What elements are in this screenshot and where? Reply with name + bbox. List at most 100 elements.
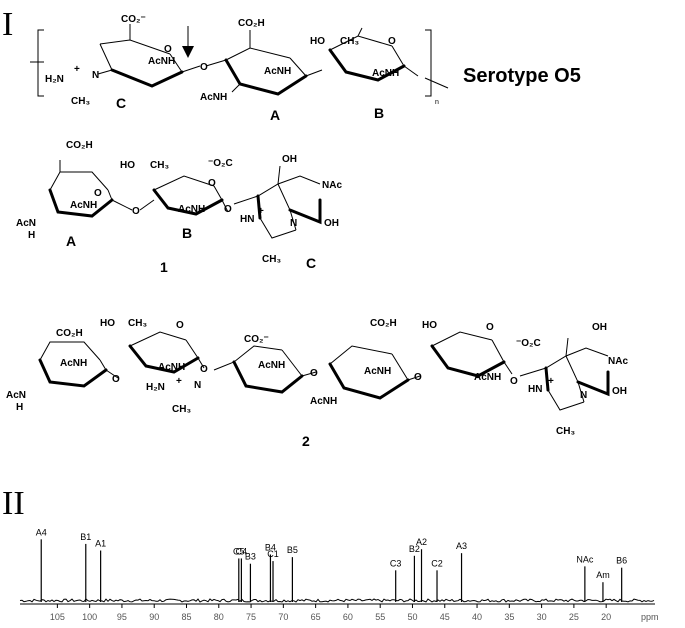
tick-label-75: 75 [246,612,256,622]
residue-a-label-top: A [270,107,280,123]
c2-c2-plus: + [548,376,554,387]
a-acnh-top: AcNH [264,66,291,77]
c2-b-acnh: AcNH [158,362,185,373]
c1-residue-a-label: A [66,233,76,249]
residue-c-label-top: C [116,95,126,111]
c1-a-ring-o: O [94,188,102,199]
c2-c2-oh-ring: OH [612,386,627,397]
c1-b-ring-o: O [208,178,216,189]
c2-o-ca: O [310,368,318,379]
c2-c-n: N [194,380,201,391]
tick-label-55: 55 [375,612,385,622]
c-carboxylate-top: CO₂⁻ [121,14,146,25]
c-amidine-plus-top: + [74,64,80,75]
c1-a-h: H [28,230,35,241]
compound-2-label: 2 [302,433,310,449]
peak-label-b4: B4 [265,542,276,552]
c1-b-acnh: AcNH [178,204,205,215]
residue-b-ring-top [305,27,419,82]
c2-a2-acnh-lower: AcNH [310,396,337,407]
c2-c2-oh: OH [592,322,607,333]
tick-label-85: 85 [181,612,191,622]
peak-label-c5: C5 [233,546,245,556]
peak-label-c2: C2 [431,558,443,568]
c-amidine-h2n-top: H₂N [45,74,64,85]
c2-a-co2h: CO₂H [56,328,83,339]
tick-label-45: 45 [440,612,450,622]
c1-c-n: N [290,218,297,229]
c2-c2-n: N [580,390,587,401]
residue-a-ring-top [205,30,308,96]
c2-o-ab2: O [414,372,422,383]
c2-a-h: H [16,402,23,413]
tick-label-70: 70 [278,612,288,622]
c2-c-h2n: H₂N [146,382,165,393]
c1-glycosidic-o-bc: O [224,204,232,215]
c1-c-nac: NAc [322,180,342,191]
tick-label-25: 25 [569,612,579,622]
c1-c-oh-ring: OH [324,218,339,229]
c1-residue-c-label: C [306,255,316,271]
tick-label-100: 100 [82,612,97,622]
tick-label-50: 50 [407,612,417,622]
peak-label-a2: A2 [416,537,427,547]
c2-a-acnh: AcNH [60,358,87,369]
c2-c2-hn: HN [528,384,542,395]
c2-b-ch3: CH₃ [128,318,147,329]
residue-b-label-top: B [374,105,384,121]
c1-b-ho: HO [120,160,135,171]
a-co2h-top: CO₂H [238,18,265,29]
repeat-subscript: n [435,99,439,106]
c2-c-ch3: CH₃ [172,404,191,415]
c-amidine-ch3-top: CH₃ [71,96,90,107]
peak-label-a4: A4 [36,527,47,537]
spectrum-baseline [19,598,655,603]
tick-label-20: 20 [601,612,611,622]
serotype-title: Serotype O5 [463,65,581,87]
c2-a2-acnh: AcNH [364,366,391,377]
tick-label-30: 30 [537,612,547,622]
panel-i-label: I [2,6,13,43]
c2-a-acn: AcN [6,390,26,401]
peak-label-nac: NAc [576,554,594,564]
c2-a2-co2h: CO₂H [370,318,397,329]
peak-label-b5: B5 [287,545,298,555]
c2-b-ring-o: O [176,320,184,331]
c2-c2-nac: NAc [608,356,628,367]
compound-2-structure [38,331,610,411]
c1-c-hn: HN [240,214,254,225]
peak-label-b1: B1 [80,532,91,542]
peak-label-b2: B2 [409,544,420,554]
panel-ii-label: II [2,485,25,522]
c1-glycosidic-o-ab: O [132,206,140,217]
peak-label-am: Am [596,570,610,580]
c2-b2-ho: HO [422,320,437,331]
tick-label-105: 105 [50,612,65,622]
tick-label-40: 40 [472,612,482,622]
c1-c-oh: OH [282,154,297,165]
b-ho-top: HO [310,36,325,47]
c2-c-carboxylate: CO₂⁻ [244,334,269,345]
tick-label-90: 90 [149,612,159,622]
c1-a-acn: AcN [16,218,36,229]
spectrum-unit: ppm [641,612,659,622]
residue-c-ring-top [97,24,201,88]
cleavage-arrow [182,26,194,58]
peak-label-c4: C4 [236,546,248,556]
c-ring-o-top: O [164,44,172,55]
b-ring-o-top: O [388,36,396,47]
c2-c2-ch3: CH₃ [556,426,575,437]
peak-label-c3: C3 [390,558,402,568]
peak-label-b6: B6 [616,556,627,566]
c2-o-bc2: O [510,376,518,387]
b-ch3-top: CH₃ [340,36,359,47]
glycosidic-o-ca: O [200,62,208,73]
c2-o-bc: O [200,364,208,375]
compound-1-label: 1 [160,259,168,275]
c-acnh-top: AcNH [148,56,175,67]
c-amidine-n-top: N [92,70,99,81]
peak-label-c1: C1 [267,549,279,559]
c1-a-acnh: AcNH [70,200,97,211]
